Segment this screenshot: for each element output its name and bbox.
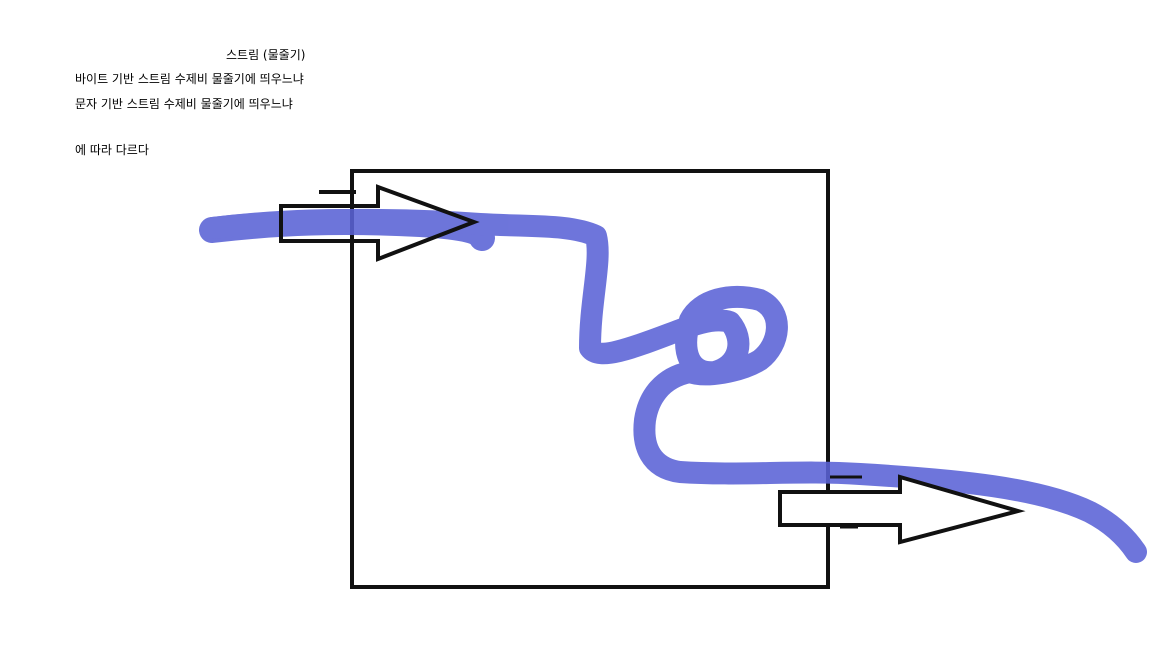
program-box: [350, 169, 830, 589]
diagram-title: 스트림 (물줄기): [226, 48, 306, 62]
water-stream: [199, 208, 1147, 563]
input-arrow: [279, 184, 480, 262]
note-char-stream: 문자 기반 스트림 수제비 물줄기에 띄우느냐: [75, 97, 293, 111]
output-arrow: [778, 474, 1026, 545]
note-byte-stream: 바이트 기반 스트림 수제비 물줄기에 띄우느냐: [75, 72, 304, 86]
stream-path: [201, 208, 1147, 563]
note-conclusion: 에 따라 다르다: [75, 143, 149, 157]
